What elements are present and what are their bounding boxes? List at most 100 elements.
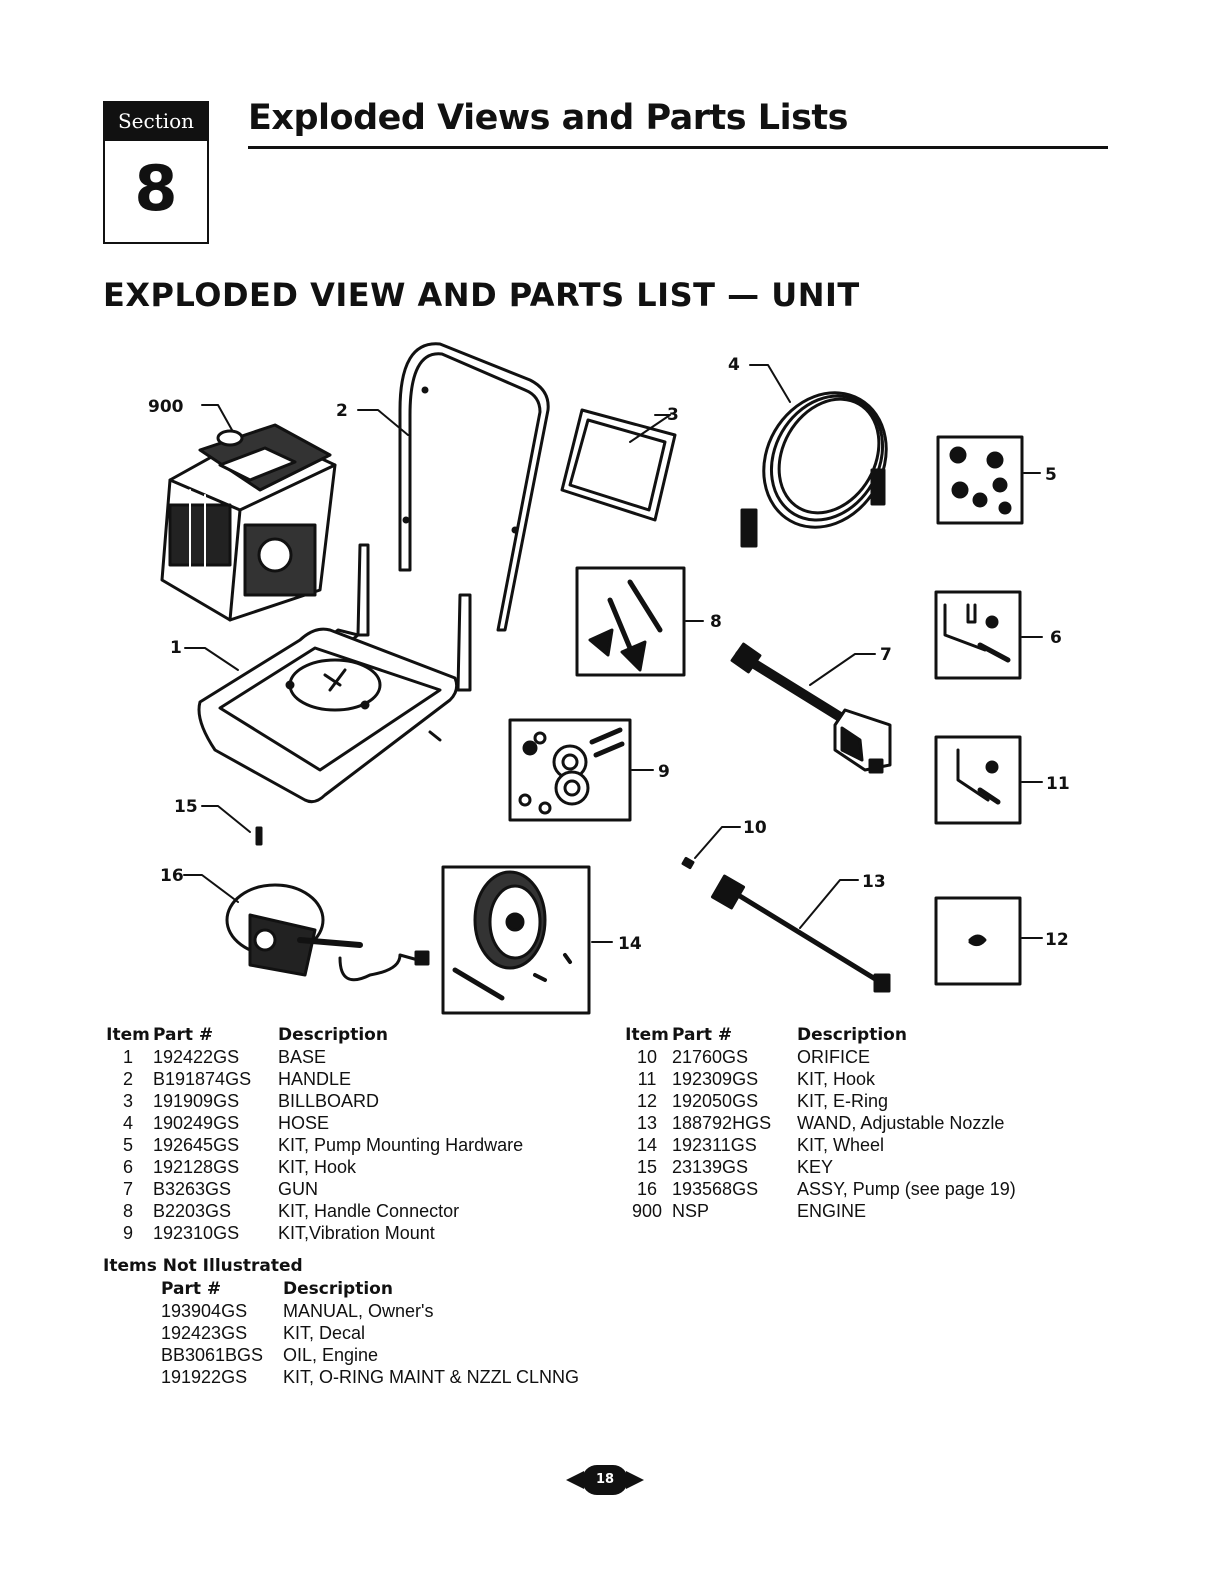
cell-part: 193904GS [161,1301,248,1321]
gun-illustration [730,642,892,774]
orifice-illustration [681,856,695,870]
section-subtitle: EXPLODED VIEW AND PARTS LIST — UNIT [103,276,860,314]
page-number: 18 [582,1465,628,1495]
callout-13: 13 [862,872,886,892]
cell-description: ORIFICE [797,1047,871,1067]
wheel-kit-illustration [441,865,591,1015]
callout-6: 6 [1050,628,1062,648]
cell-description: KEY [797,1157,834,1177]
cell-item: 4 [122,1113,133,1133]
header-description: Description [797,1025,907,1045]
title-rule [248,146,1108,149]
cell-part: 192423GS [161,1323,248,1343]
header-item: Item [106,1025,150,1045]
cell-part: 192311GS [672,1135,757,1155]
cell-item: 10 [636,1047,658,1067]
leader-7 [809,653,876,686]
cell-item: 14 [636,1135,658,1155]
cell-item: 12 [636,1091,658,1111]
callout-7: 7 [880,645,892,665]
hook-kit-2-illustration [934,735,1022,825]
table-row: 192423GS KIT, Decal [161,1322,623,1344]
cell-part: NSP [672,1201,710,1221]
cell-part: 21760GS [672,1047,749,1067]
cell-description: ASSY, Pump (see page 19) [797,1179,1016,1199]
cell-description: KIT, Decal [283,1323,366,1343]
cell-description: KIT,Vibration Mount [278,1223,435,1243]
cell-description: GUN [278,1179,318,1199]
cell-description: BILLBOARD [278,1091,380,1111]
table-row: 13 188792HGS WAND, Adjustable Nozzle [622,1112,1137,1134]
pump-assembly-illustration [225,883,430,982]
leader-4 [749,364,791,403]
cell-part: 188792HGS [672,1113,772,1133]
cell-description: HANDLE [278,1069,352,1089]
cell-part: 23139GS [672,1157,749,1177]
leader-13 [799,879,859,929]
callout-12: 12 [1045,930,1069,950]
handle-illustration [398,342,550,632]
table-row: BB3061BGS OIL, Engine [161,1344,623,1366]
callout-1: 1 [170,638,182,658]
cell-part: 190249GS [153,1113,240,1133]
cell-item: 900 [631,1201,663,1221]
not-illustrated-title: Items Not Illustrated [103,1256,303,1276]
callout-2: 2 [336,401,348,421]
cell-item: 13 [636,1113,658,1133]
cell-description: KIT, Hook [797,1069,876,1089]
callout-900: 900 [148,397,184,417]
cell-description: KIT, Handle Connector [278,1201,460,1221]
section-badge: Section 8 [103,101,209,244]
callout-15: 15 [174,797,198,817]
cell-description: WAND, Adjustable Nozzle [797,1113,1005,1133]
hook-kit-illustration [934,590,1022,680]
cell-item: 3 [122,1091,133,1111]
callout-11: 11 [1046,774,1070,794]
leader-15 [201,805,251,833]
base-illustration [197,543,472,804]
cell-description: KIT, E-Ring [797,1091,889,1111]
page-number-badge: 18 [566,1465,644,1495]
table-row: 3 191909GS BILLBOARD [103,1090,618,1112]
cell-part: 191909GS [153,1091,240,1111]
page-title: Exploded Views and Parts Lists [248,98,848,138]
cell-description: MANUAL, Owner's [283,1301,434,1321]
cell-item: 11 [637,1069,657,1089]
callout-9: 9 [658,762,670,782]
callout-4: 4 [728,355,740,375]
key-illustration [255,826,263,846]
cell-description: ENGINE [797,1201,867,1221]
table-row: 10 21760GS ORIFICE [622,1046,1137,1068]
vibration-mount-kit-illustration [508,718,632,822]
table-header: Item Part # Description [622,1024,1137,1046]
header-description: Description [278,1025,388,1045]
cell-item: 1 [122,1047,133,1067]
table-row: 900 NSP ENGINE [622,1200,1137,1222]
parts-table-right: Item Part # Description 10 21760GS ORIFICE… [622,1024,1137,1222]
cell-part: BB3061BGS [161,1345,264,1365]
cell-item: 6 [122,1157,133,1177]
wand-illustration [710,874,891,993]
table-header: Item Part # Description [103,1024,618,1046]
header-part: Part # [153,1025,214,1045]
cell-part: B2203GS [153,1201,232,1221]
callout-16: 16 [160,866,184,886]
callout-10: 10 [743,818,767,838]
table-row: 193904GS MANUAL, Owner's [161,1300,623,1322]
cell-part: 192645GS [153,1135,240,1155]
leader-10 [694,826,741,859]
leader-900 [201,404,233,431]
cell-description: OIL, Engine [283,1345,379,1365]
